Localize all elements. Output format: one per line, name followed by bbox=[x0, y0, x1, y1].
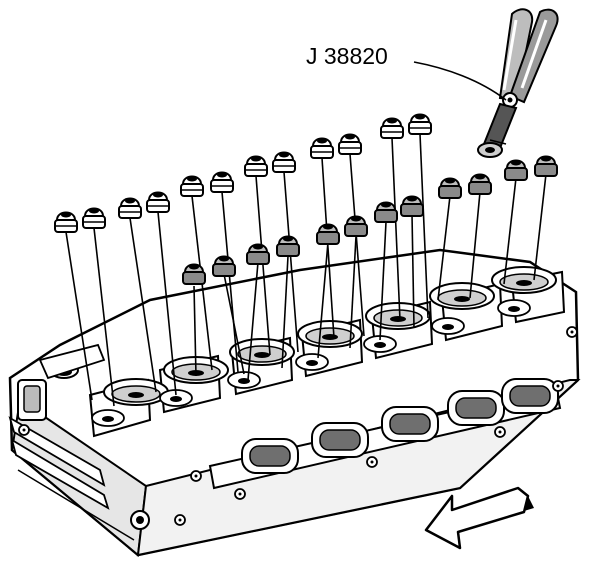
tool-label: J 38820 bbox=[306, 43, 388, 69]
cylinder-head bbox=[8, 248, 581, 557]
tool-leader-line bbox=[413, 61, 507, 101]
valve-stem-seals-right bbox=[438, 155, 558, 199]
valve-seal-tool-icon bbox=[477, 8, 559, 158]
seal-guide-lines bbox=[65, 133, 547, 407]
front-direction-arrow-icon bbox=[424, 486, 534, 550]
